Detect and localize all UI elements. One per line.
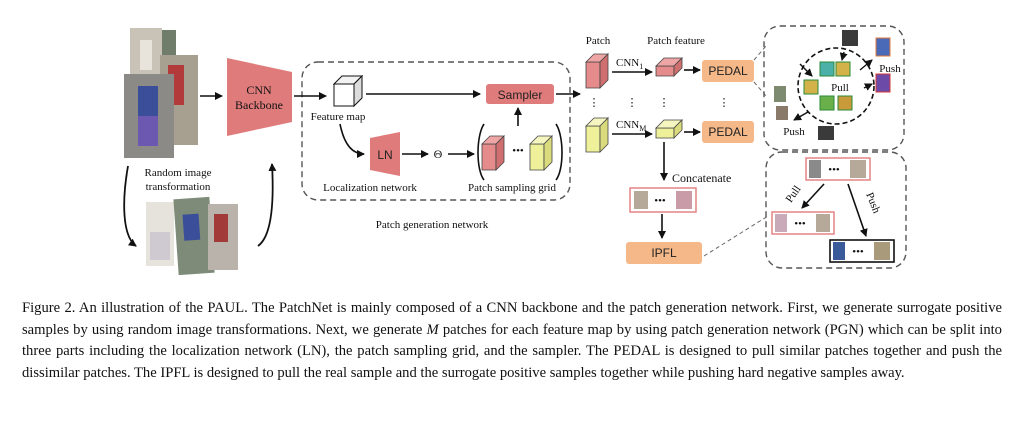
patch-vertical-ellipsis: ⋮ (589, 97, 600, 109)
feature-map-label: Feature map (311, 111, 366, 123)
pedal-thumb-top (842, 30, 858, 46)
localization-network-box (370, 132, 400, 176)
pedal-pull-label: Pull (831, 82, 849, 94)
ipfl-push-label: Push (863, 191, 882, 216)
cnnm-label: CNNM (616, 119, 646, 133)
patch-red (585, 53, 609, 89)
pedal-box-bottom (702, 121, 754, 143)
ipfl-negative-thumb-2 (874, 242, 890, 260)
caption-variable-m: M (426, 321, 439, 338)
pedal-arrow-1 (799, 63, 813, 77)
arrow-feature-to-ln (339, 123, 365, 158)
ipfl-push-arrow (847, 183, 868, 237)
ipfl-positive-ellipsis: ••• (794, 218, 806, 230)
pedal-thumb-top-right (875, 37, 891, 57)
random-transform-label-line2: transformation (146, 181, 211, 193)
pedal-cluster-thumbs (803, 61, 853, 111)
ipfl-negative-thumb-1 (833, 242, 845, 260)
connector-ipfl (703, 215, 769, 257)
theta-symbol: Θ (434, 147, 443, 161)
ipfl-anchor-thumb-1 (809, 160, 821, 178)
pedal-detail-panel (763, 25, 905, 151)
patch-label: Patch (586, 35, 611, 47)
patch-yellow (585, 117, 609, 153)
pedal-thumb-left-2 (776, 106, 788, 120)
patch-feature-yellow (655, 119, 683, 139)
concatenate-label: Concatenate (672, 171, 731, 185)
ipfl-negative-ellipsis: ••• (852, 246, 864, 258)
localization-network-label: Localization network (323, 182, 417, 194)
ipfl-pull-label: Pull (784, 184, 804, 205)
pedal-label-bottom: PEDAL (708, 125, 748, 139)
feature-vertical-ellipsis: ⋮ (659, 97, 670, 109)
concat-thumb-1 (634, 191, 648, 209)
arrow-to-transform (123, 165, 137, 247)
pedal-cluster-circle (797, 47, 875, 125)
ipfl-box (626, 242, 702, 264)
pedal-thumb-bottom (818, 126, 834, 140)
figure-caption: Figure 2. An illustration of the PAUL. T… (22, 298, 1002, 384)
backbone-label-line1: CNN (246, 83, 272, 97)
arrow-transform-to-backbone (257, 163, 277, 247)
backbone-label-line2: Backbone (235, 98, 283, 112)
pedal-arrow-3 (859, 59, 873, 71)
ipfl-positive-thumb-1 (775, 214, 787, 232)
patch-sampling-grid-label: Patch sampling grid (468, 182, 556, 194)
cnn-backbone (227, 58, 292, 136)
pedal-box-top (702, 60, 754, 82)
sampler-box (486, 84, 554, 104)
ipfl-label: IPFL (651, 246, 677, 260)
ipfl-positive-thumb-2 (816, 214, 830, 232)
random-transform-label-line1: Random image (145, 167, 212, 179)
grid-right-bracket (555, 123, 563, 181)
pedal-thumb-left-1 (774, 86, 786, 102)
grid-patch-red (481, 135, 505, 171)
pedal-push-right-label: Push (879, 63, 901, 75)
ipfl-detail-panel (765, 151, 907, 269)
ipfl-anchor-thumb-2 (850, 160, 866, 178)
patch-feature-label: Patch feature (647, 35, 705, 47)
ipfl-pull-arrow (801, 183, 825, 209)
caption-tail: patches for each feature map by using pa… (22, 321, 1002, 381)
grid-ellipsis: ••• (512, 145, 524, 157)
transformed-images (146, 196, 238, 276)
ipfl-anchor-ellipsis: ••• (828, 164, 840, 176)
pedal-vertical-ellipsis: ⋮ (719, 97, 730, 109)
input-images (124, 28, 198, 158)
concat-thumb-2 (676, 191, 692, 209)
grid-patch-yellow (529, 135, 553, 171)
pedal-arrow-2 (839, 51, 848, 61)
grid-left-bracket (477, 123, 485, 181)
pedal-thumb-right (875, 73, 891, 93)
pedal-arrow-5 (793, 111, 809, 121)
ln-label: LN (377, 148, 392, 162)
connector-pedal-top (753, 45, 767, 61)
sampler-label: Sampler (498, 88, 543, 102)
patch-feature-red (655, 57, 683, 77)
patch-generation-network-label: Patch generation network (376, 219, 489, 231)
feature-map-cube (332, 74, 364, 108)
paul-architecture-figure: CNN Backbone Random image transformation… (123, 25, 907, 276)
pedal-arrow-4 (863, 83, 873, 91)
concat-ellipsis: ••• (654, 195, 666, 207)
caption-lead: Figure 2. An illustration of the PAUL. T… (22, 300, 1002, 338)
cnn1-label: CNN1 (616, 57, 643, 71)
pedal-push-bottom-label: Push (783, 126, 805, 138)
cnn-vertical-ellipsis: ⋮ (627, 97, 638, 109)
patch-generation-network-box (301, 61, 571, 201)
pedal-label-top: PEDAL (708, 64, 748, 78)
